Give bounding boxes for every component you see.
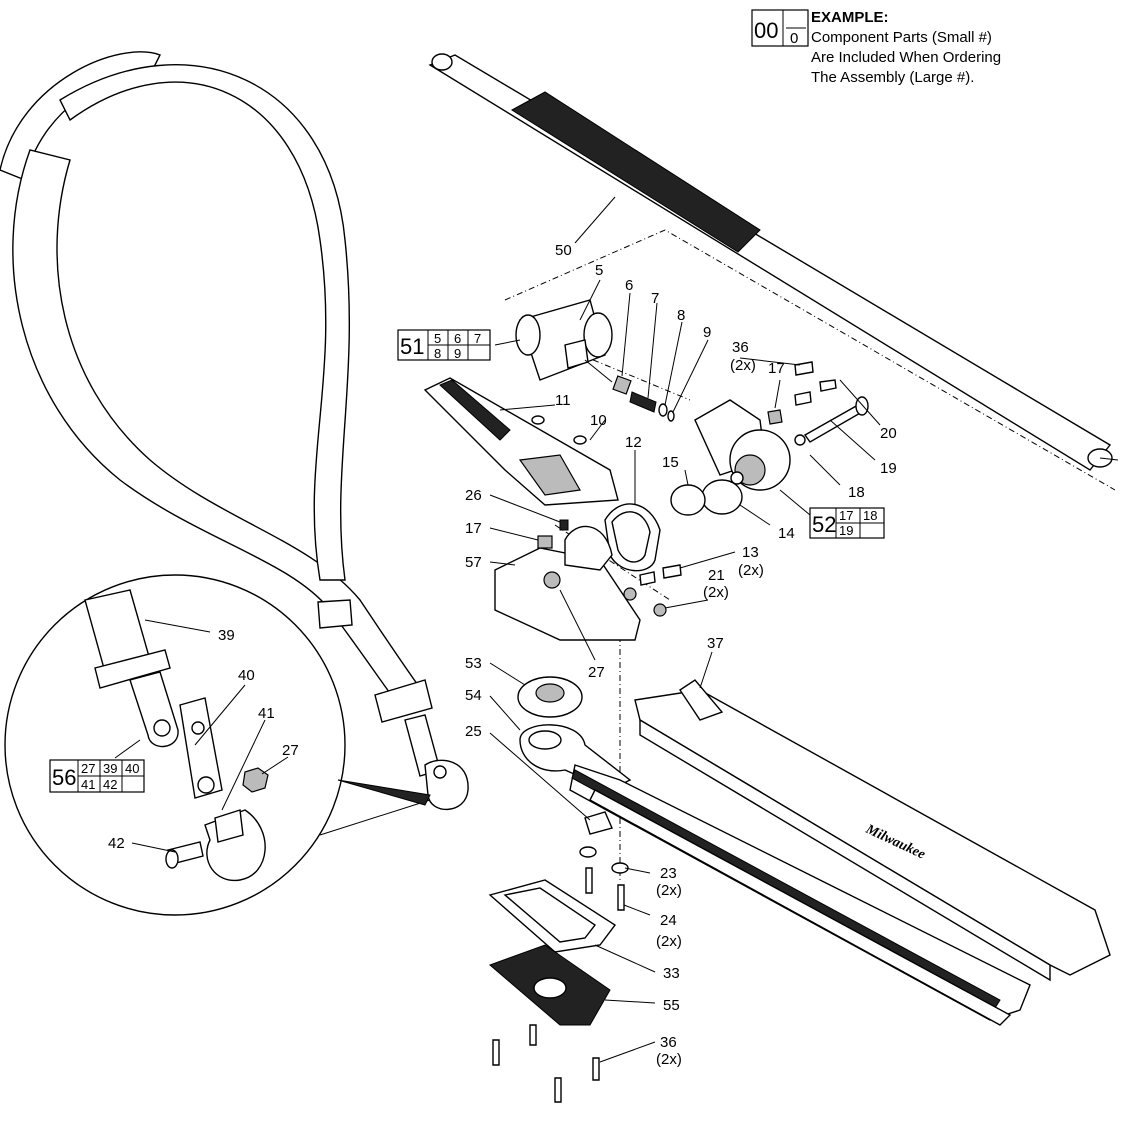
callout-25: 25 — [465, 723, 482, 740]
gasket-33 — [488, 879, 617, 953]
legend-title: EXAMPLE: — [811, 9, 889, 26]
assembly-56-box: 56 27 39 40 41 42 — [49, 759, 145, 793]
callout-33: 33 — [663, 965, 680, 982]
callout-18: 18 — [848, 484, 865, 501]
callout-17-left: 17 — [465, 520, 482, 537]
callout-54: 54 — [465, 687, 482, 704]
callout-7: 7 — [651, 290, 659, 307]
callout-15: 15 — [662, 454, 679, 471]
assembly-51-sub-5: 9 — [454, 346, 461, 361]
callout-14: 14 — [778, 525, 795, 542]
callout-24-qty: (2x) — [656, 933, 682, 950]
assembly-56-sub-4: 41 — [81, 777, 95, 792]
assembly-52-sub-2: 18 — [863, 508, 877, 523]
callout-19: 19 — [880, 460, 897, 477]
legend-big-number: 00 — [754, 18, 778, 43]
blade-cover-37: Milwaukee — [634, 679, 1111, 982]
callout-23: 23 — [660, 865, 677, 882]
gear-case-57 — [494, 519, 682, 641]
callout-8: 8 — [677, 307, 685, 324]
assembly-52-number: 52 — [812, 512, 836, 537]
callout-13: 13 — [742, 544, 759, 561]
callout-37: 37 — [707, 635, 724, 652]
leader-lines — [114, 196, 881, 1063]
callout-labels: 50 5 6 7 8 9 11 10 12 36 (2x) 17 20 19 1… — [108, 242, 897, 1068]
bottom-plate-55 — [489, 944, 611, 1103]
assembly-56-sub-1: 27 — [81, 761, 95, 776]
assembly-51-sub-2: 6 — [454, 331, 461, 346]
callout-24: 24 — [660, 912, 677, 929]
assembly-51-number: 51 — [400, 334, 424, 359]
housing-11 — [423, 377, 619, 506]
coupler-51 — [515, 299, 675, 422]
assembly-52-box: 52 17 18 19 — [809, 507, 885, 539]
callout-9: 9 — [703, 324, 711, 341]
callout-5: 5 — [595, 262, 603, 279]
callout-13-qty: (2x) — [738, 562, 764, 579]
assembly-52-sub-1: 17 — [839, 508, 853, 523]
shaft-50 — [428, 53, 1119, 471]
callout-36-bottom: 36 — [660, 1034, 677, 1051]
assembly-56-sub-5: 42 — [103, 777, 117, 792]
callout-23-qty: (2x) — [656, 882, 682, 899]
clamp-band-12 — [604, 503, 661, 572]
callout-12: 12 — [625, 434, 642, 451]
assembly-51-box: 51 5 6 7 8 9 — [397, 329, 491, 361]
gear-housing-52 — [670, 361, 869, 516]
callout-55: 55 — [663, 997, 680, 1014]
shoulder-strap — [0, 51, 469, 811]
assembly-56-sub-3: 40 — [125, 761, 139, 776]
callout-57: 57 — [465, 554, 482, 571]
assembly-51-sub-4: 8 — [434, 346, 441, 361]
callout-39: 39 — [218, 627, 235, 644]
legend-line-3: The Assembly (Large #). — [811, 69, 975, 86]
callout-6: 6 — [625, 277, 633, 294]
assembly-56-number: 56 — [52, 765, 76, 790]
callout-11: 11 — [555, 392, 571, 409]
callout-36-bottom-qty: (2x) — [656, 1051, 682, 1068]
assembly-51-sub-1: 5 — [434, 331, 441, 346]
callout-20: 20 — [880, 425, 897, 442]
callout-10: 10 — [590, 412, 607, 429]
callout-42: 42 — [108, 835, 125, 852]
callout-26: 26 — [465, 487, 482, 504]
hedge-blade — [569, 764, 1031, 1026]
legend-example-box: 00 0 — [751, 9, 809, 47]
detail-magnifier — [4, 574, 431, 916]
callout-21: 21 — [708, 567, 725, 584]
callout-41: 41 — [258, 705, 275, 722]
callout-50: 50 — [555, 242, 572, 259]
callout-17-top: 17 — [768, 360, 785, 377]
callout-53: 53 — [465, 655, 482, 672]
assembly-52-sub-3: 19 — [839, 523, 853, 538]
assembly-51-sub-3: 7 — [474, 331, 481, 346]
legend-line-1: Component Parts (Small #) — [811, 29, 992, 46]
legend-small-number: 0 — [790, 30, 798, 47]
callout-27-detail: 27 — [282, 742, 299, 759]
callout-36-top-qty: (2x) — [730, 357, 756, 374]
callout-40: 40 — [238, 667, 255, 684]
callout-27-main: 27 — [588, 664, 605, 681]
callout-21-qty: (2x) — [703, 584, 729, 601]
assembly-56-sub-2: 39 — [103, 761, 117, 776]
legend-text: EXAMPLE: Component Parts (Small #) Are I… — [811, 8, 1111, 88]
callout-36-top: 36 — [732, 339, 749, 356]
legend-line-2: Are Included When Ordering — [811, 49, 1002, 66]
